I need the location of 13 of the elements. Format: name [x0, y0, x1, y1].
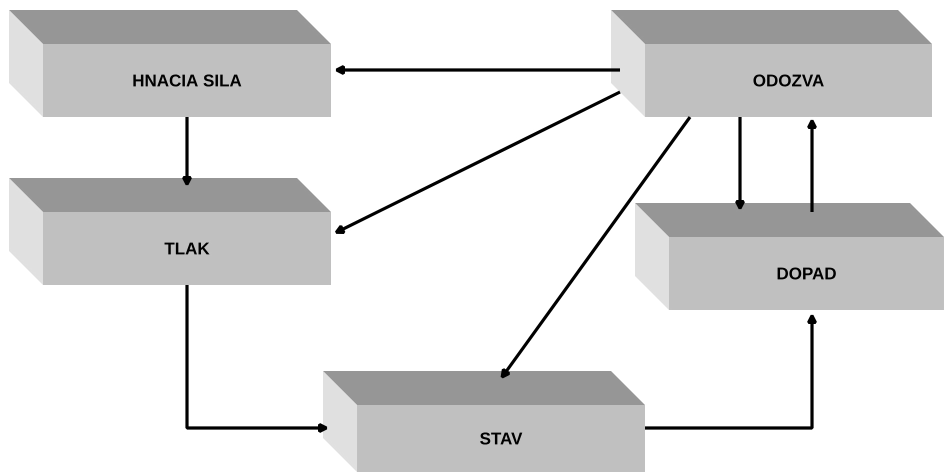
arrow	[500, 116, 692, 379]
box-3d: TLAK	[9, 178, 331, 285]
arrow	[334, 90, 621, 234]
box-3d: DOPAD	[635, 203, 944, 310]
box-3d: ODOZVA	[611, 10, 932, 117]
arrow	[182, 117, 192, 186]
arrow	[734, 117, 746, 210]
arrow	[806, 119, 818, 212]
arrow	[335, 64, 620, 76]
box-3d: HNACIA SILA	[9, 10, 331, 117]
arrow	[645, 314, 818, 430]
box-3d: STAV	[323, 371, 645, 472]
arrow	[185, 285, 328, 434]
